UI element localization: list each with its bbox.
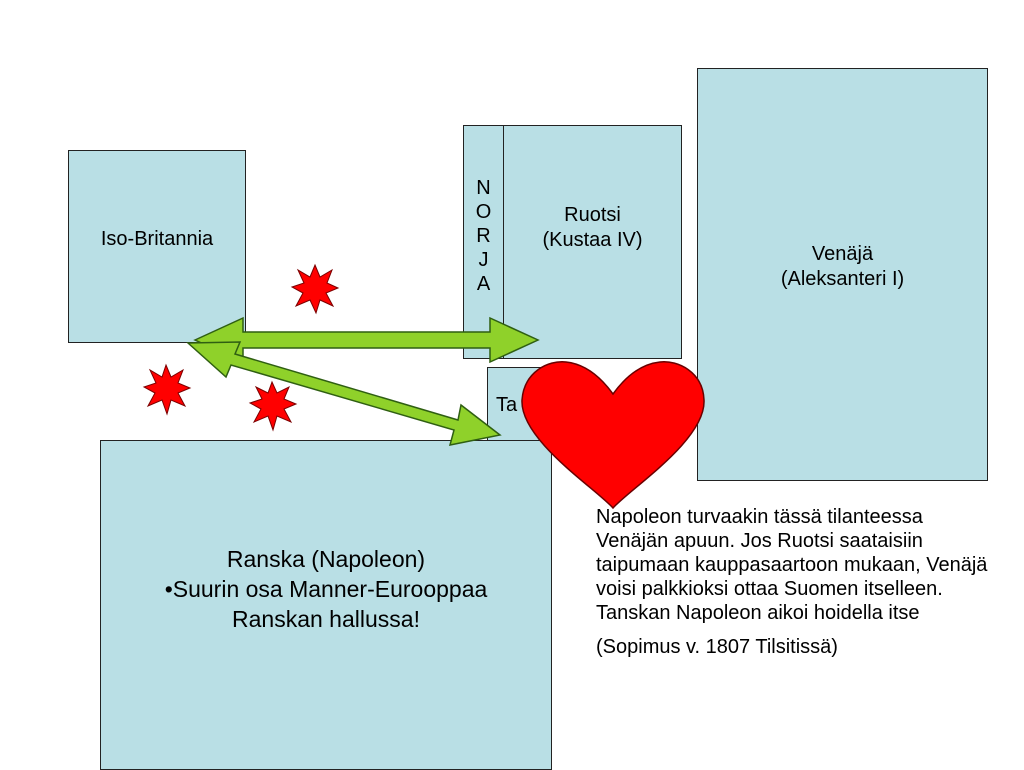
label-ranska: Ranska (Napoleon) (226, 546, 426, 573)
label-kustaa: (Kustaa IV) (542, 229, 643, 251)
label-aleksanteri: (Aleksanteri I) (780, 267, 905, 290)
box-ruotsi: Ruotsi (Kustaa IV) (503, 125, 682, 359)
explosion-icon (142, 363, 192, 416)
label-tanska: Ta (496, 393, 518, 416)
label-manner-eurooppa: •Suurin osa Manner-Eurooppaa (164, 576, 488, 603)
label-venaja: Venäjä (811, 242, 874, 265)
box-venaja: Venäjä (Aleksanteri I) (697, 68, 988, 481)
note-paragraph-2: (Sopimus v. 1807 Tilsitissä) (596, 636, 838, 658)
note-text: Napoleon turvaakin tässä tilanteessa Ven… (596, 505, 996, 669)
explosion-icon (248, 380, 298, 432)
note-paragraph-1: Napoleon turvaakin tässä tilanteessa Ven… (596, 506, 988, 624)
arrow-britain-denmark (186, 341, 502, 446)
label-ranskan-hallussa: Ranskan hallussa! (232, 605, 420, 632)
box-norja: NORJA (463, 125, 504, 359)
label-norja: NORJA (475, 177, 492, 295)
label-iso-britannia: Iso-Britannia (100, 228, 214, 250)
explosion-icon (290, 263, 340, 315)
box-iso-britannia: Iso-Britannia (68, 150, 246, 343)
label-ruotsi: Ruotsi (564, 204, 621, 226)
box-tanska: Ta (487, 367, 545, 443)
box-ranska: Ranska (Napoleon) •Suurin osa Manner-Eur… (100, 440, 552, 770)
